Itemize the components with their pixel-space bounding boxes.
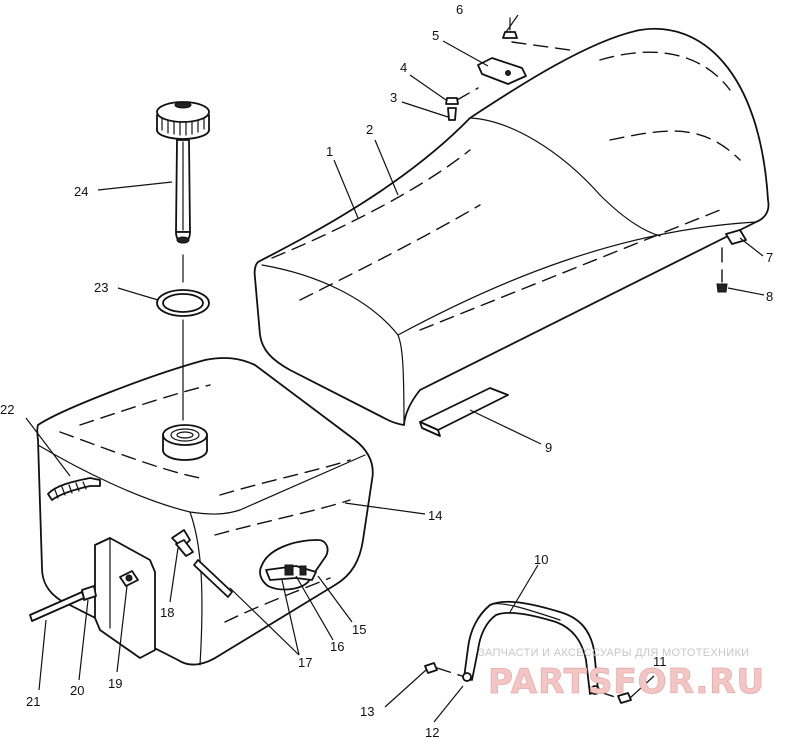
callout-16: 16 [330, 639, 344, 654]
filler-neck [162, 424, 208, 461]
callout-labels: 1 2 3 4 5 6 7 8 9 10 11 12 13 14 15 16 1… [0, 2, 773, 739]
gasket [156, 289, 210, 421]
callout-5: 5 [432, 28, 439, 43]
callout-3: 3 [390, 90, 397, 105]
tank-strap-bracket [424, 600, 632, 704]
watermark-logo: PARTSFOR.RU [488, 662, 765, 702]
callout-23: 23 [94, 280, 108, 295]
callout-12: 12 [425, 725, 439, 739]
fuel-gauge-cap [156, 101, 210, 283]
drain-fittings [29, 570, 139, 622]
callout-24: 24 [74, 184, 88, 199]
callout-18: 18 [160, 605, 174, 620]
seat-base-pad [419, 387, 509, 437]
fuel-fittings [171, 529, 329, 598]
callout-14: 14 [428, 508, 442, 523]
vent-hose [47, 477, 101, 501]
callout-21: 21 [26, 694, 40, 709]
callout-9: 9 [545, 440, 552, 455]
callout-4: 4 [400, 60, 407, 75]
callout-11: 11 [653, 654, 667, 669]
callout-22: 22 [0, 402, 14, 417]
callout-17: 17 [298, 655, 312, 670]
callout-8: 8 [766, 289, 773, 304]
callout-2: 2 [366, 122, 373, 137]
watermark: ЗАПЧАСТИ И АКСЕССУАРЫ ДЛЯ МОТОТЕХНИКИ PA… [478, 647, 765, 702]
callout-10: 10 [534, 552, 548, 567]
tank-side-plate [94, 537, 156, 659]
watermark-tagline: ЗАПЧАСТИ И АКСЕССУАРЫ ДЛЯ МОТОТЕХНИКИ [478, 647, 749, 659]
callout-7: 7 [766, 250, 773, 265]
seat [253, 27, 770, 426]
callout-6: 6 [456, 2, 463, 17]
callout-19: 19 [108, 676, 122, 691]
callout-1: 1 [326, 144, 333, 159]
callout-13: 13 [360, 704, 374, 719]
leader-lines [25, 14, 765, 723]
rear-bracket-hardware [716, 229, 747, 293]
fuel-tank [36, 357, 374, 666]
callout-20: 20 [70, 683, 84, 698]
seat-hinge-hardware [445, 17, 527, 121]
callout-15: 15 [352, 622, 366, 637]
